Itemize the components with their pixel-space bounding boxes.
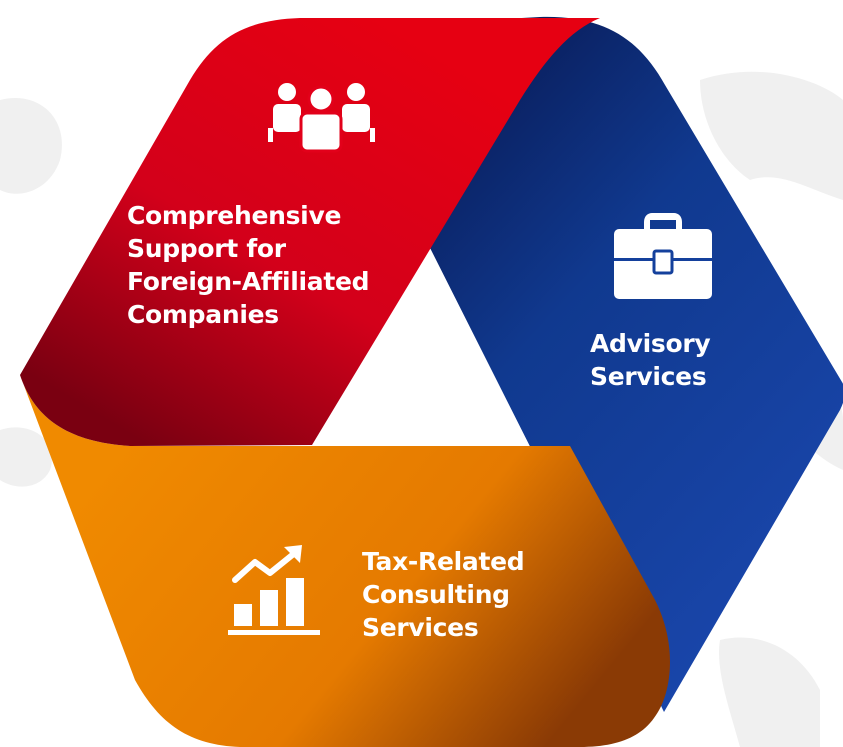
world-map-background bbox=[0, 71, 843, 747]
foreign-support-line-4: Companies bbox=[127, 300, 279, 329]
advisory-line-1: Advisory bbox=[590, 329, 711, 358]
growth-chart-icon bbox=[228, 545, 320, 635]
foreign-support-label: Comprehensive Support for Foreign-Affili… bbox=[127, 199, 370, 331]
advisory-segment bbox=[420, 16, 843, 712]
foreign-support-line-3: Foreign-Affiliated bbox=[127, 267, 370, 296]
briefcase-icon bbox=[614, 213, 712, 299]
tax-line-1: Tax-Related bbox=[362, 547, 525, 576]
people-group-icon bbox=[268, 83, 375, 153]
foreign-support-line-2: Support for bbox=[127, 234, 286, 263]
tax-label: Tax-Related Consulting Services bbox=[362, 545, 525, 644]
tax-line-2: Consulting bbox=[362, 580, 510, 609]
tax-line-3: Services bbox=[362, 613, 479, 642]
advisory-label: Advisory Services bbox=[590, 327, 711, 393]
tax-segment bbox=[20, 375, 670, 747]
foreign-support-line-1: Comprehensive bbox=[127, 201, 342, 230]
advisory-line-2: Services bbox=[590, 362, 707, 391]
foreign-support-segment bbox=[20, 18, 600, 446]
